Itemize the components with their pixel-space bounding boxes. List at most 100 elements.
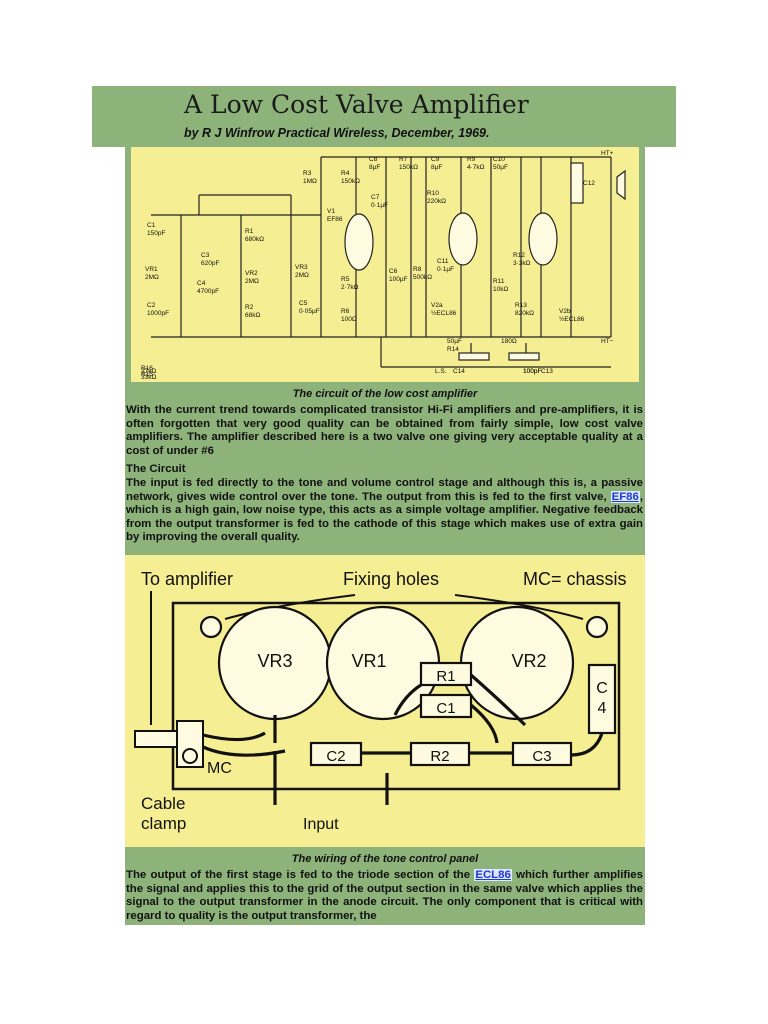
schematic-label: C3	[201, 252, 210, 259]
wiring-label-cable: Cable	[141, 794, 185, 813]
schematic-label: 4700pF	[197, 288, 219, 295]
schematic-label: R12	[513, 252, 525, 259]
schematic-caption: The circuit of the low cost amplifier	[292, 388, 478, 400]
ecl86-link[interactable]: ECL86	[474, 869, 512, 881]
schematic-label: V2a	[431, 302, 443, 309]
schematic-label: C14	[453, 368, 465, 375]
schematic-label: R10	[427, 190, 439, 197]
schematic-label: 0·1µF	[437, 266, 454, 273]
wiring-label-c4: 4	[598, 700, 607, 717]
schematic-label: C8	[369, 156, 378, 163]
schematic-label: 10kΩ	[493, 286, 508, 293]
wiring-caption: The wiring of the tone control panel	[291, 853, 479, 865]
schematic-label: 2MΩ	[145, 274, 159, 281]
output-paragraph: The output of the first stage is fed to …	[126, 869, 643, 923]
schematic-label: 0·05µF	[299, 308, 320, 315]
wiring-label-vr1: VR1	[351, 651, 386, 671]
schematic-label: 150kΩ	[341, 178, 360, 185]
schematic-label: 68kΩ	[245, 312, 260, 319]
schematic-label: 150kΩ	[399, 164, 418, 171]
schematic-label: 4·7kΩ	[467, 164, 485, 171]
schematic-label: HT−	[601, 338, 614, 345]
wiring-label-vr2: VR2	[511, 651, 546, 671]
schematic-label: 8µF	[431, 164, 442, 171]
schematic-label: 100pF	[523, 368, 541, 375]
output-text-2: which further amplifies the signal and a…	[126, 869, 643, 922]
schematic-label: R7	[399, 156, 408, 163]
schematic-label: R6	[341, 308, 350, 315]
ef86-link[interactable]: EF86	[610, 490, 640, 503]
intro-paragraph: With the current trend towards complicat…	[126, 404, 643, 457]
schematic-label: V2b	[559, 308, 571, 315]
schematic-label: C11	[437, 258, 449, 265]
schematic-label: R4	[341, 170, 350, 177]
schematic-label: 100Ω	[341, 316, 357, 323]
schematic-label: C5	[299, 300, 308, 307]
byline: by R J Winfrow Practical Wireless, Decem…	[184, 126, 490, 140]
schematic-label: EF86	[327, 216, 343, 223]
schematic-label: C10	[493, 156, 505, 163]
schematic-label: R9	[467, 156, 476, 163]
schematic-label: 0·1µF	[371, 202, 388, 209]
schematic-label: R8	[413, 266, 422, 273]
article-header: A Low Cost Valve Amplifier by R J Winfro…	[92, 86, 676, 147]
schematic-label: HT+	[601, 150, 614, 157]
schematic-label: C9	[431, 156, 440, 163]
schematic-label: VR1	[145, 266, 158, 273]
schematic-label: VR2	[245, 270, 258, 277]
wiring-label-c1: C1	[436, 700, 455, 717]
schematic-label: 2MΩ	[295, 272, 309, 279]
wiring-label-mc-chassis: MC= chassis	[523, 569, 627, 589]
schematic-label: 100µF	[389, 276, 408, 283]
schematic-label: R5	[341, 276, 350, 283]
schematic-label: C2	[147, 302, 156, 309]
schematic-label: C4	[197, 280, 206, 287]
schematic-label: V1	[327, 208, 335, 215]
schematic-label: C7	[371, 194, 380, 201]
schematic-label: 50µF	[447, 338, 462, 345]
wiring-label-mc: MC	[207, 760, 232, 777]
circuit-text-1: The input is fed directly to the tone an…	[126, 477, 643, 503]
section-heading-circuit: The Circuit	[126, 463, 186, 475]
schematic-label: C1	[147, 222, 156, 229]
schematic-label: R2	[245, 304, 254, 311]
schematic-label: 50µF	[493, 164, 508, 171]
schematic-label: C12	[583, 180, 595, 187]
schematic-label: 3·3kΩ	[513, 260, 531, 267]
wiring-label-input: Input	[303, 816, 339, 833]
wiring-label-c3: C3	[532, 748, 551, 765]
schematic-label: R16	[141, 365, 153, 372]
schematic-label: C6	[389, 268, 398, 275]
circuit-paragraph: The input is fed directly to the tone an…	[126, 477, 643, 545]
output-text-1: The output of the first stage is fed to …	[126, 869, 475, 881]
schematic-label: 500kΩ	[413, 274, 432, 281]
wiring-label-c2: C2	[326, 748, 345, 765]
page-title: A Low Cost Valve Amplifier	[184, 90, 529, 119]
schematic-label: R1	[245, 228, 254, 235]
schematic-label: L.S.	[435, 368, 447, 375]
wiring-label-to-amplifier: To amplifier	[141, 569, 233, 589]
schematic-label: 100pF	[523, 368, 541, 375]
wiring-label-r2: R2	[430, 748, 449, 765]
wiring-label-c4: C	[596, 680, 608, 697]
schematic-label: C13	[541, 368, 553, 375]
schematic-label: 680kΩ	[245, 236, 264, 243]
schematic-label: 150pF	[147, 230, 165, 237]
schematic-label: 33kΩ	[141, 374, 156, 381]
wiring-label-vr3: VR3	[257, 651, 292, 671]
schematic-label: 2MΩ	[245, 278, 259, 285]
wiring-label-fixing-holes: Fixing holes	[343, 569, 439, 589]
schematic-label: 2·7kΩ	[341, 284, 359, 291]
schematic-label: R15	[141, 371, 153, 378]
schematic-label: R3	[303, 170, 312, 177]
circuit-text-2: , which is a high gain, low noise type, …	[126, 490, 643, 544]
schematic-label: 8µF	[369, 164, 380, 171]
schematic-label: VR3	[295, 264, 308, 271]
schematic-label: ½ECL86	[431, 309, 457, 317]
schematic-label: 620pF	[201, 260, 219, 267]
schematic-label: 180Ω	[501, 338, 517, 345]
schematic-label: 1000pF	[147, 310, 169, 317]
